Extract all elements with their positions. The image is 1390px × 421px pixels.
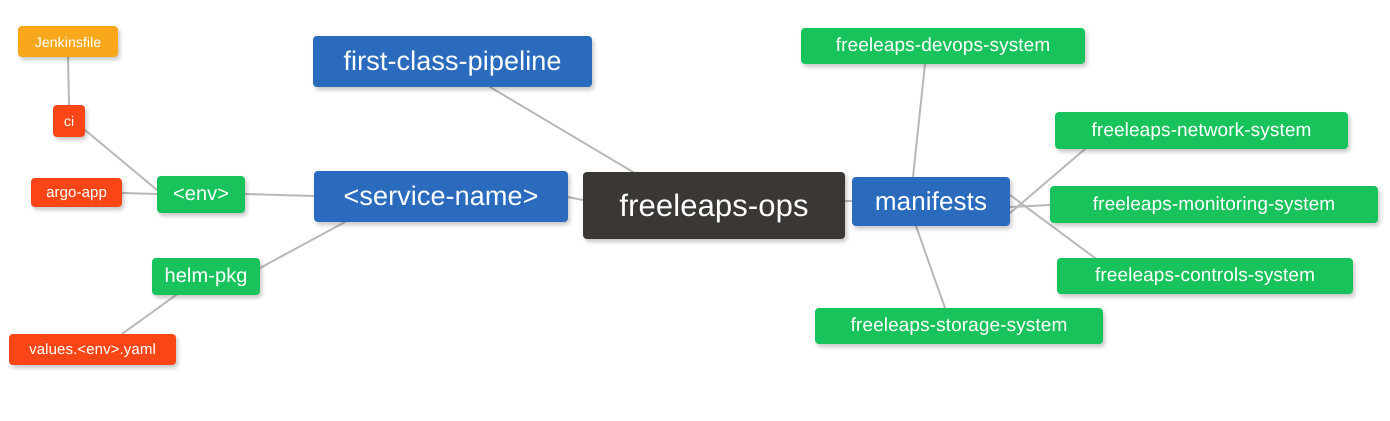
- mindmap-node-jenkinsfile[interactable]: Jenkinsfile: [18, 26, 118, 57]
- edge-devops-to-manifests: [912, 63, 926, 178]
- mindmap-node-network[interactable]: freeleaps-network-system: [1055, 112, 1348, 149]
- mindmap-node-service-name[interactable]: <service-name>: [314, 171, 568, 222]
- node-label: freeleaps-storage-system: [850, 315, 1068, 336]
- node-label: first-class-pipeline: [343, 46, 562, 76]
- mindmap-node-argo-app[interactable]: argo-app: [31, 178, 122, 207]
- mindmap-node-pipeline[interactable]: first-class-pipeline: [313, 36, 592, 87]
- edge-pipeline-to-root: [489, 86, 634, 173]
- edge-values-yaml-to-helm-pkg: [121, 294, 177, 335]
- edge-service-name-to-root: [567, 196, 584, 201]
- node-label: values.<env>.yaml: [29, 341, 156, 358]
- node-label: <service-name>: [343, 181, 539, 211]
- edge-env-to-service-name: [244, 193, 315, 197]
- mindmap-node-env[interactable]: <env>: [157, 176, 245, 213]
- node-label: freeleaps-monitoring-system: [1092, 193, 1336, 215]
- node-label: freeleaps-network-system: [1091, 119, 1312, 141]
- mindmap-node-ci[interactable]: ci: [53, 105, 85, 137]
- node-label: Jenkinsfile: [34, 33, 102, 50]
- mindmap-node-manifests[interactable]: manifests: [852, 177, 1010, 226]
- mindmap-node-helm-pkg[interactable]: helm-pkg: [152, 258, 260, 295]
- mindmap-node-storage[interactable]: freeleaps-storage-system: [815, 308, 1103, 344]
- mindmap-node-root[interactable]: freeleaps-ops: [583, 172, 845, 239]
- mindmap-node-values-yaml[interactable]: values.<env>.yaml: [9, 334, 176, 365]
- node-label: helm-pkg: [164, 265, 248, 287]
- node-label: manifests: [874, 186, 988, 216]
- mindmap-node-controls[interactable]: freeleaps-controls-system: [1057, 258, 1353, 294]
- mindmap-node-monitoring[interactable]: freeleaps-monitoring-system: [1050, 186, 1378, 223]
- edge-helm-pkg-to-service-name: [259, 221, 346, 269]
- edge-jenkinsfile-to-ci: [67, 56, 70, 106]
- node-label: <env>: [172, 183, 230, 205]
- edge-argo-app-to-env: [121, 192, 158, 195]
- edge-manifests-to-storage: [915, 225, 946, 309]
- node-label: ci: [63, 113, 75, 129]
- node-label: argo-app: [46, 184, 107, 201]
- node-label: freeleaps-controls-system: [1094, 265, 1316, 286]
- mindmap-node-devops[interactable]: freeleaps-devops-system: [801, 28, 1085, 64]
- node-label: freeleaps-ops: [619, 187, 809, 223]
- node-label: freeleaps-devops-system: [835, 35, 1051, 56]
- edge-manifests-to-monitoring: [1009, 204, 1051, 208]
